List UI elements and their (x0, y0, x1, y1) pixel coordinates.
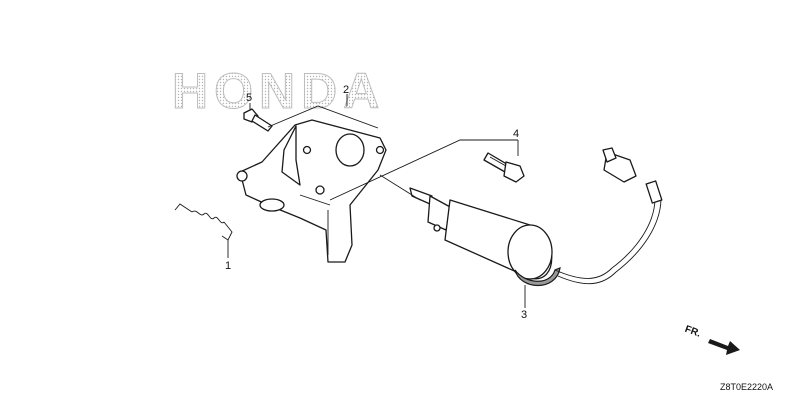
arrow-icon (708, 339, 740, 355)
honda-watermark: HONDA (172, 63, 385, 119)
spring-part (174, 203, 233, 241)
bolt-small-part (243, 108, 273, 132)
callout-3: 3 (521, 309, 527, 321)
callout-1: 1 (225, 260, 231, 272)
diagram-code: Z8T0E2220A (720, 382, 773, 392)
bracket-part (236, 119, 387, 263)
callout-4: 4 (513, 128, 519, 140)
front-direction-label: FR. (683, 324, 702, 340)
bolt-large-part (483, 152, 525, 183)
solenoid-part (409, 147, 663, 287)
front-direction-indicator: FR. (683, 324, 740, 355)
callout-2: 2 (343, 84, 349, 96)
leader-lines (227, 94, 526, 308)
callout-5: 5 (246, 92, 252, 104)
